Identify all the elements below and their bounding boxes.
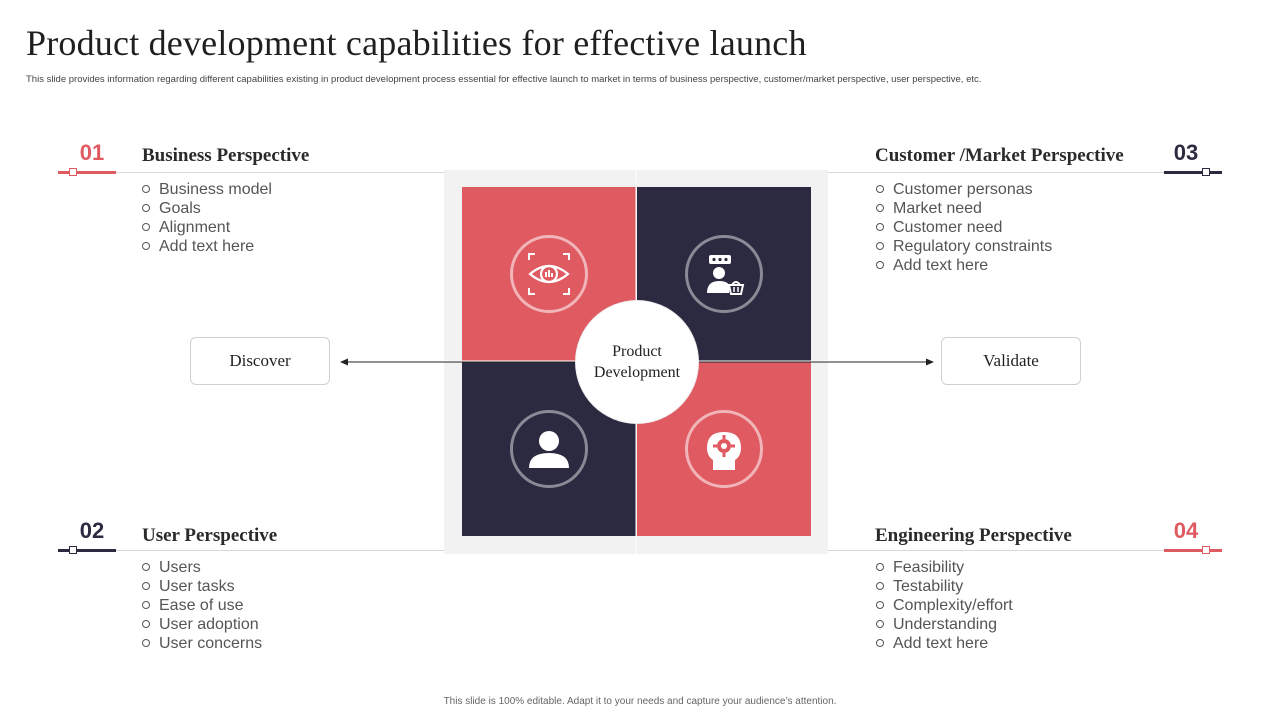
list-item: Ease of use (142, 596, 262, 615)
section-title-user: User Perspective (142, 525, 278, 546)
center-label-line1: Product (612, 343, 662, 360)
page-title: Product development capabilities for eff… (26, 23, 807, 63)
section-number-04: 04 (1173, 518, 1199, 543)
bullet-icon (876, 639, 884, 647)
list-item: Business model (142, 180, 272, 199)
center-label-line2: Development (593, 364, 681, 381)
customer-rating-icon (685, 235, 763, 313)
bullet-icon (142, 582, 150, 590)
engineering-list: Feasibility Testability Complexity/effor… (876, 558, 1013, 653)
divider-line (828, 550, 1220, 551)
list-item: Understanding (876, 615, 1013, 634)
eye-analytics-icon (510, 235, 588, 313)
user-icon (510, 410, 588, 488)
bullet-icon (876, 223, 884, 231)
bullet-icon (142, 563, 150, 571)
number-underline (58, 549, 116, 552)
bullet-icon (876, 582, 884, 590)
center-circle: Product Development (576, 301, 698, 423)
section-number-03: 03 (1173, 140, 1199, 165)
bullet-icon (876, 620, 884, 628)
page-subtitle: This slide provides information regardin… (26, 74, 982, 85)
list-item: Users (142, 558, 262, 577)
business-list: Business model Goals Alignment Add text … (142, 180, 272, 256)
divider-line (60, 550, 444, 551)
list-item: Regulatory constraints (876, 237, 1052, 256)
bullet-icon (142, 223, 150, 231)
list-item: Add text here (876, 634, 1013, 653)
list-item: Feasibility (876, 558, 1013, 577)
section-title-business: Business Perspective (142, 145, 310, 166)
list-item: User adoption (142, 615, 262, 634)
divider-line (828, 172, 1220, 173)
footer-note: This slide is 100% editable. Adapt it to… (443, 696, 837, 707)
bullet-icon (142, 185, 150, 193)
customer-market-list: Customer personas Market need Customer n… (876, 180, 1052, 275)
list-item: Testability (876, 577, 1013, 596)
validate-box: Validate (941, 337, 1081, 385)
list-item: Add text here (876, 256, 1052, 275)
marker-square (1202, 546, 1210, 554)
user-list: Users User tasks Ease of use User adopti… (142, 558, 262, 653)
section-number-01: 01 (79, 140, 105, 165)
discover-box: Discover (190, 337, 330, 385)
head-gear-icon (685, 410, 763, 488)
number-underline (1164, 549, 1222, 552)
list-item: Customer need (876, 218, 1052, 237)
list-item: Complexity/effort (876, 596, 1013, 615)
marker-square (69, 168, 77, 176)
list-item: Market need (876, 199, 1052, 218)
divider-line (60, 172, 444, 173)
list-item: Add text here (142, 237, 272, 256)
marker-square (69, 546, 77, 554)
list-item: Customer personas (876, 180, 1052, 199)
list-item: Alignment (142, 218, 272, 237)
section-title-customer-market: Customer /Market Perspective (875, 145, 1124, 166)
list-item: Goals (142, 199, 272, 218)
bullet-icon (876, 204, 884, 212)
number-underline (1164, 171, 1222, 174)
bullet-icon (142, 620, 150, 628)
marker-square (1202, 168, 1210, 176)
bullet-icon (876, 185, 884, 193)
bullet-icon (142, 639, 150, 647)
number-underline (58, 171, 116, 174)
bullet-icon (142, 204, 150, 212)
section-title-engineering: Engineering Perspective (875, 525, 1072, 546)
bullet-icon (142, 242, 150, 250)
list-item: User tasks (142, 577, 262, 596)
bullet-icon (142, 601, 150, 609)
bullet-icon (876, 563, 884, 571)
bullet-icon (876, 601, 884, 609)
section-number-02: 02 (79, 518, 105, 543)
bullet-icon (876, 242, 884, 250)
list-item: User concerns (142, 634, 262, 653)
bullet-icon (876, 261, 884, 269)
